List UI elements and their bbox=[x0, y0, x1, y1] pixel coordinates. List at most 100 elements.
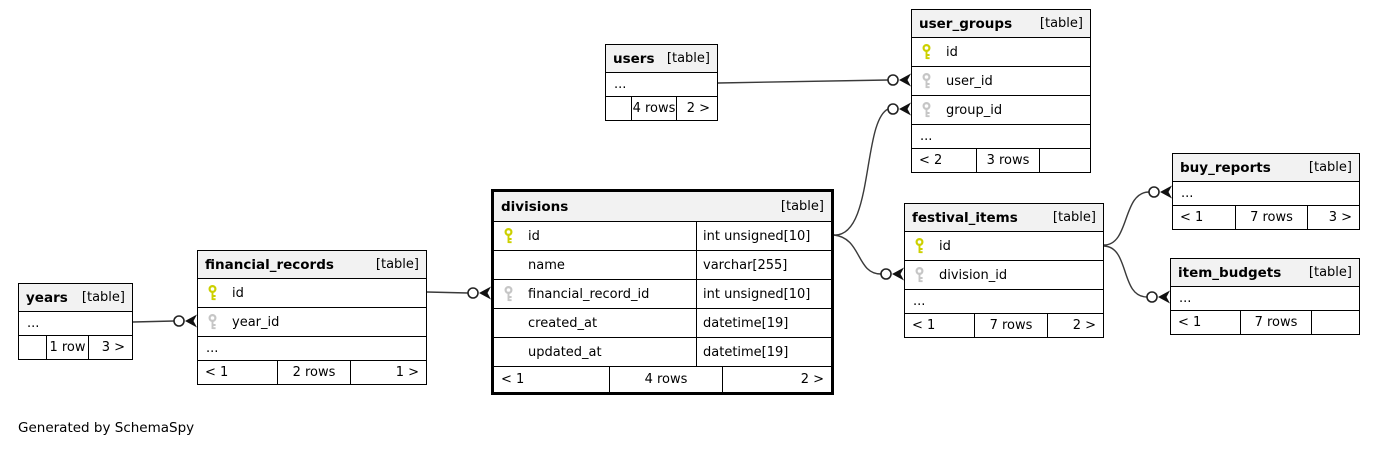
column-name: name bbox=[528, 257, 565, 273]
edge-festival_items-buy_reports bbox=[1103, 185, 1172, 246]
footer-rowcount: 7 rows bbox=[1240, 311, 1311, 334]
column-row: name varchar[255] bbox=[494, 250, 831, 279]
column-row: created_at datetime[19] bbox=[494, 308, 831, 337]
table-divisions-footer: < 1 4 rows 2 > bbox=[494, 366, 831, 392]
edge-divisions-festival_items bbox=[833, 234, 904, 281]
more-columns-label: ... bbox=[614, 77, 627, 92]
column-name: user_id bbox=[946, 73, 993, 89]
footer-parents: < 1 bbox=[912, 318, 936, 333]
table-item_budgets[interactable]: item_budgets [table] ... < 1 7 rows bbox=[1170, 258, 1360, 335]
more-columns-label: ... bbox=[27, 316, 40, 331]
footer-children: 2 > bbox=[1047, 314, 1103, 337]
column-type: varchar[255] bbox=[696, 251, 831, 279]
column-row: updated_at datetime[19] bbox=[494, 337, 831, 366]
table-item_budgets-header[interactable]: item_budgets [table] bbox=[1171, 259, 1359, 286]
foreign-key-icon bbox=[922, 73, 931, 89]
column-row: year_id bbox=[198, 307, 426, 336]
foreign-key-icon bbox=[504, 286, 513, 302]
footer-rowcount: 4 rows bbox=[631, 97, 676, 120]
edge-financial_records-divisions bbox=[426, 286, 491, 300]
table-item_budgets-footer: < 1 7 rows bbox=[1171, 310, 1359, 334]
column-name: id bbox=[232, 285, 244, 301]
more-columns-label: ... bbox=[913, 294, 926, 309]
column-row: ... bbox=[912, 124, 1090, 148]
table-buy_reports-header[interactable]: buy_reports [table] bbox=[1173, 154, 1359, 181]
table-users-header[interactable]: users [table] bbox=[606, 45, 717, 72]
table-title: years bbox=[26, 289, 68, 306]
table-users-footer: 4 rows 2 > bbox=[606, 96, 717, 120]
table-festival_items[interactable]: festival_items [table] id division_id ..… bbox=[904, 203, 1104, 338]
table-divisions-header[interactable]: divisions [table] bbox=[494, 192, 831, 221]
table-users[interactable]: users [table] ... 4 rows 2 > bbox=[605, 44, 718, 121]
column-type: int unsigned[10] bbox=[696, 222, 831, 250]
table-years-header[interactable]: years [table] bbox=[19, 284, 132, 311]
footer-rowcount: 7 rows bbox=[1235, 206, 1307, 229]
footer-children: 2 > bbox=[676, 97, 717, 120]
footer-rowcount: 4 rows bbox=[609, 367, 722, 392]
generator-credit: Generated by SchemaSpy bbox=[18, 420, 195, 436]
column-name: id bbox=[528, 228, 540, 244]
edge-years-financial_records bbox=[132, 314, 197, 328]
foreign-key-icon bbox=[915, 267, 924, 283]
table-title: user_groups bbox=[919, 15, 1013, 32]
footer-children: 3 > bbox=[1307, 206, 1359, 229]
column-row: group_id bbox=[912, 95, 1090, 124]
table-festival_items-header[interactable]: festival_items [table] bbox=[905, 204, 1103, 231]
foreign-key-icon bbox=[208, 314, 217, 330]
table-tag: [table] bbox=[666, 51, 710, 66]
table-tag: [table] bbox=[780, 199, 824, 214]
table-festival_items-footer: < 1 7 rows 2 > bbox=[905, 313, 1103, 337]
table-title: divisions bbox=[501, 198, 569, 215]
edge-divisions-user_groups bbox=[833, 102, 911, 236]
footer-rowcount: 7 rows bbox=[974, 314, 1047, 337]
table-tag: [table] bbox=[1039, 16, 1083, 31]
column-row: id bbox=[905, 231, 1103, 260]
footer-parents: < 1 bbox=[501, 372, 525, 387]
column-type: datetime[19] bbox=[696, 309, 831, 337]
table-user_groups-footer: < 2 3 rows bbox=[912, 148, 1090, 172]
edge-users-user_groups bbox=[717, 73, 911, 87]
column-row: id bbox=[198, 278, 426, 307]
column-row: ... bbox=[1173, 181, 1359, 205]
more-columns-label: ... bbox=[206, 341, 219, 356]
table-financial_records-header[interactable]: financial_records [table] bbox=[198, 251, 426, 278]
table-title: financial_records bbox=[205, 256, 334, 273]
column-name: financial_record_id bbox=[528, 286, 650, 302]
table-tag: [table] bbox=[1308, 160, 1352, 175]
footer-parents bbox=[19, 336, 46, 359]
table-user_groups-header[interactable]: user_groups [table] bbox=[912, 10, 1090, 37]
column-row: ... bbox=[905, 289, 1103, 313]
table-financial_records[interactable]: financial_records [table] id year_id ...… bbox=[197, 250, 427, 385]
column-name: updated_at bbox=[528, 344, 602, 360]
table-tag: [table] bbox=[375, 257, 419, 272]
column-name: id bbox=[939, 238, 951, 254]
table-title: buy_reports bbox=[1180, 159, 1271, 176]
footer-rowcount: 2 rows bbox=[277, 361, 350, 384]
column-row: ... bbox=[606, 72, 717, 96]
column-type: int unsigned[10] bbox=[696, 280, 831, 308]
more-columns-label: ... bbox=[1179, 291, 1192, 306]
column-row: division_id bbox=[905, 260, 1103, 289]
footer-parents: < 1 bbox=[1180, 210, 1204, 225]
footer-parents: < 1 bbox=[1178, 315, 1202, 330]
table-financial_records-footer: < 1 2 rows 1 > bbox=[198, 360, 426, 384]
column-row: ... bbox=[19, 311, 132, 335]
table-years[interactable]: years [table] ... 1 row 3 > bbox=[18, 283, 133, 360]
table-tag: [table] bbox=[1052, 210, 1096, 225]
primary-key-icon bbox=[504, 228, 513, 244]
table-buy_reports[interactable]: buy_reports [table] ... < 1 7 rows 3 > bbox=[1172, 153, 1360, 230]
edge-festival_items-item_budgets bbox=[1103, 245, 1170, 304]
footer-parents: < 1 bbox=[205, 365, 229, 380]
column-row: user_id bbox=[912, 66, 1090, 95]
table-user_groups[interactable]: user_groups [table] id user_id group_id … bbox=[911, 9, 1091, 173]
primary-key-icon bbox=[208, 285, 217, 301]
table-tag: [table] bbox=[81, 290, 125, 305]
table-divisions[interactable]: divisions [table] id int unsigned[10] na… bbox=[491, 189, 834, 395]
column-name: division_id bbox=[939, 267, 1008, 283]
footer-parents bbox=[606, 97, 631, 120]
footer-children bbox=[1311, 311, 1359, 334]
foreign-key-icon bbox=[922, 102, 931, 118]
column-row: id bbox=[912, 37, 1090, 66]
